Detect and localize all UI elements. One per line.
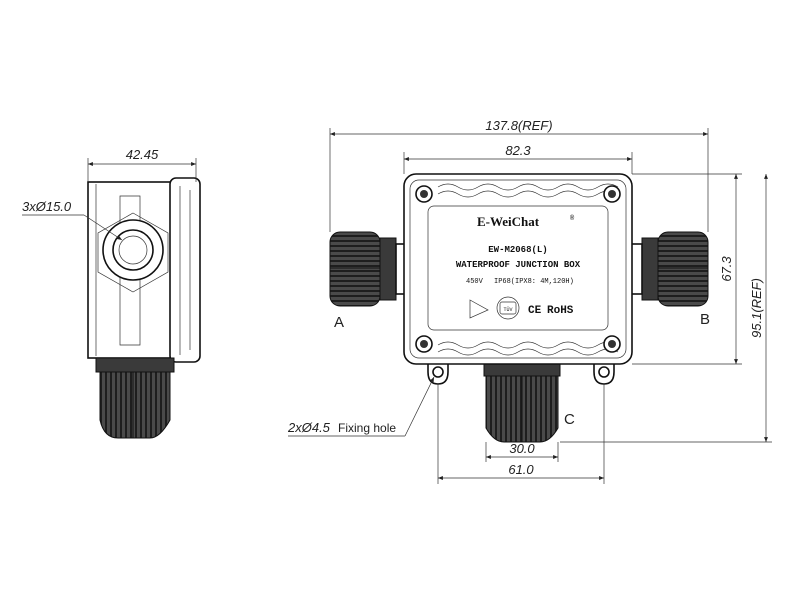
side-lid-edge <box>169 177 201 363</box>
dim-mount-spacing-label: 61.0 <box>508 462 534 477</box>
fixing-hole-size-label: 2xØ4.5 <box>287 420 331 435</box>
top-ribbing <box>437 183 619 191</box>
junction-box-body <box>403 173 633 365</box>
nameplate-frame <box>427 205 609 331</box>
ccc-mark-icon <box>469 299 489 319</box>
fixing-hole-text: Fixing hole <box>338 421 396 435</box>
side-view: 42.45 3xØ15.0 <box>22 147 201 439</box>
tuv-mark-label: TÜV <box>503 306 512 313</box>
fixing-hole-right-icon <box>598 366 610 378</box>
gland-a-cap <box>329 231 381 307</box>
gland-b-cap <box>657 231 709 307</box>
ce-mark: CE <box>528 305 542 317</box>
hole-callout-label: 3xØ15.0 <box>22 199 72 214</box>
front-view: E-WeiChat ® EW-M2068(L) WATERPROOF JUNCT… <box>287 118 772 484</box>
port-c-label: C <box>564 411 575 428</box>
nameplate-voltage: 450V <box>466 278 484 286</box>
fixing-hole-left-icon <box>432 366 444 378</box>
side-bottom-gland-cap <box>99 371 171 439</box>
nameplate-brand: E-WeiChat <box>477 214 540 229</box>
rohs-mark: RoHS <box>547 305 574 317</box>
dim-body-height-label: 67.3 <box>719 256 734 282</box>
nameplate-product: WATERPROOF JUNCTION BOX <box>456 260 581 270</box>
corner-screws <box>415 185 621 353</box>
side-bottom-gland-nut <box>95 357 175 373</box>
dim-overall-height-label: 95.1(REF) <box>749 278 764 338</box>
hole-callout-leader <box>83 214 123 241</box>
dim-overall-length-label: 137.8(REF) <box>485 118 552 133</box>
tuv-mark-icon <box>496 296 520 320</box>
bottom-ribbing <box>437 341 619 349</box>
gland-a-nut <box>379 237 397 301</box>
gland-b <box>629 231 709 307</box>
dim-gland-width-label: 30.0 <box>509 441 535 456</box>
gland-c <box>483 361 561 443</box>
gland-b-nut <box>641 237 659 301</box>
nameplate-ip-rating: IP68(IPX8: 4M,120H) <box>494 278 574 286</box>
port-b-label: B <box>700 311 710 328</box>
dim-body-length-label: 82.3 <box>505 143 531 158</box>
fixing-hole-leader <box>404 376 435 437</box>
dim-42-45-label: 42.45 <box>126 147 159 162</box>
registered-mark: ® <box>570 214 575 223</box>
nameplate-model: EW-M2068(L) <box>488 245 547 255</box>
hole-15-icon <box>118 235 148 265</box>
port-a-label: A <box>334 314 344 331</box>
gland-a <box>329 231 409 307</box>
